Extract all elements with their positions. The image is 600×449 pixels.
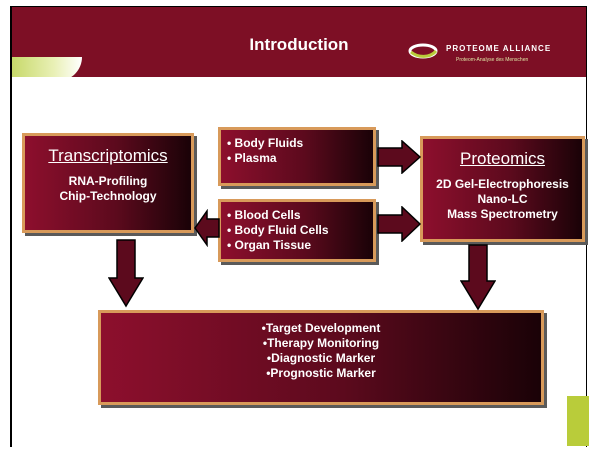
transcriptomics-line: Chip-Technology	[59, 189, 157, 203]
arrow-fluids-to-proteomics	[377, 140, 422, 174]
proteome-alliance-logo: PROTEOME ALLIANCE Proteom-Analyse des Me…	[402, 37, 582, 69]
proteomics-box: Proteomics 2D Gel-Electrophoresis Nano-L…	[420, 136, 585, 242]
corner-accent	[567, 396, 589, 446]
arrow-transcriptomics-down	[108, 239, 144, 308]
proteomics-line: Mass Spectrometry	[447, 207, 558, 221]
outcomes-item: •Therapy Monitoring	[262, 336, 380, 350]
proteomics-line: 2D Gel-Electrophoresis	[436, 177, 569, 191]
transcriptomics-line: RNA-Profiling	[68, 174, 148, 188]
logo-subtitle: Proteom-Analyse des Menschen	[456, 57, 529, 63]
outcomes-item: •Diagnostic Marker	[266, 351, 376, 365]
proteomics-line: Nano-LC	[477, 192, 528, 206]
arrow-proteomics-down	[460, 244, 496, 311]
slide-header: Introduction PROTEOME ALLIANCE Proteom-A…	[12, 7, 586, 77]
body-fluids-box: • Body Fluids • Plasma	[218, 127, 376, 186]
cells-item: • Organ Tissue	[227, 238, 312, 252]
cells-box: • Blood Cells • Body Fluid Cells • Organ…	[218, 199, 376, 262]
logo-name: PROTEOME ALLIANCE	[446, 44, 552, 53]
outcomes-item: •Prognostic Marker	[266, 366, 376, 380]
outcomes-item: •Target Development	[261, 321, 381, 335]
transcriptomics-title: Transcriptomics	[48, 146, 168, 165]
fluids-item: • Body Fluids	[227, 136, 304, 150]
fluids-item: • Plasma	[227, 151, 277, 165]
proteomics-title: Proteomics	[459, 149, 546, 168]
slide-title: Introduction	[249, 35, 349, 54]
arrow-cells-to-transcriptomics	[194, 209, 220, 247]
cells-item: • Body Fluid Cells	[227, 223, 329, 237]
arrow-cells-to-proteomics	[377, 206, 422, 242]
outcomes-box: •Target Development •Therapy Monitoring …	[98, 310, 544, 405]
logo-icon	[408, 43, 438, 59]
header-decoration	[12, 57, 82, 77]
cells-item: • Blood Cells	[227, 208, 301, 222]
transcriptomics-box: Transcriptomics RNA-Profiling Chip-Techn…	[22, 133, 194, 233]
